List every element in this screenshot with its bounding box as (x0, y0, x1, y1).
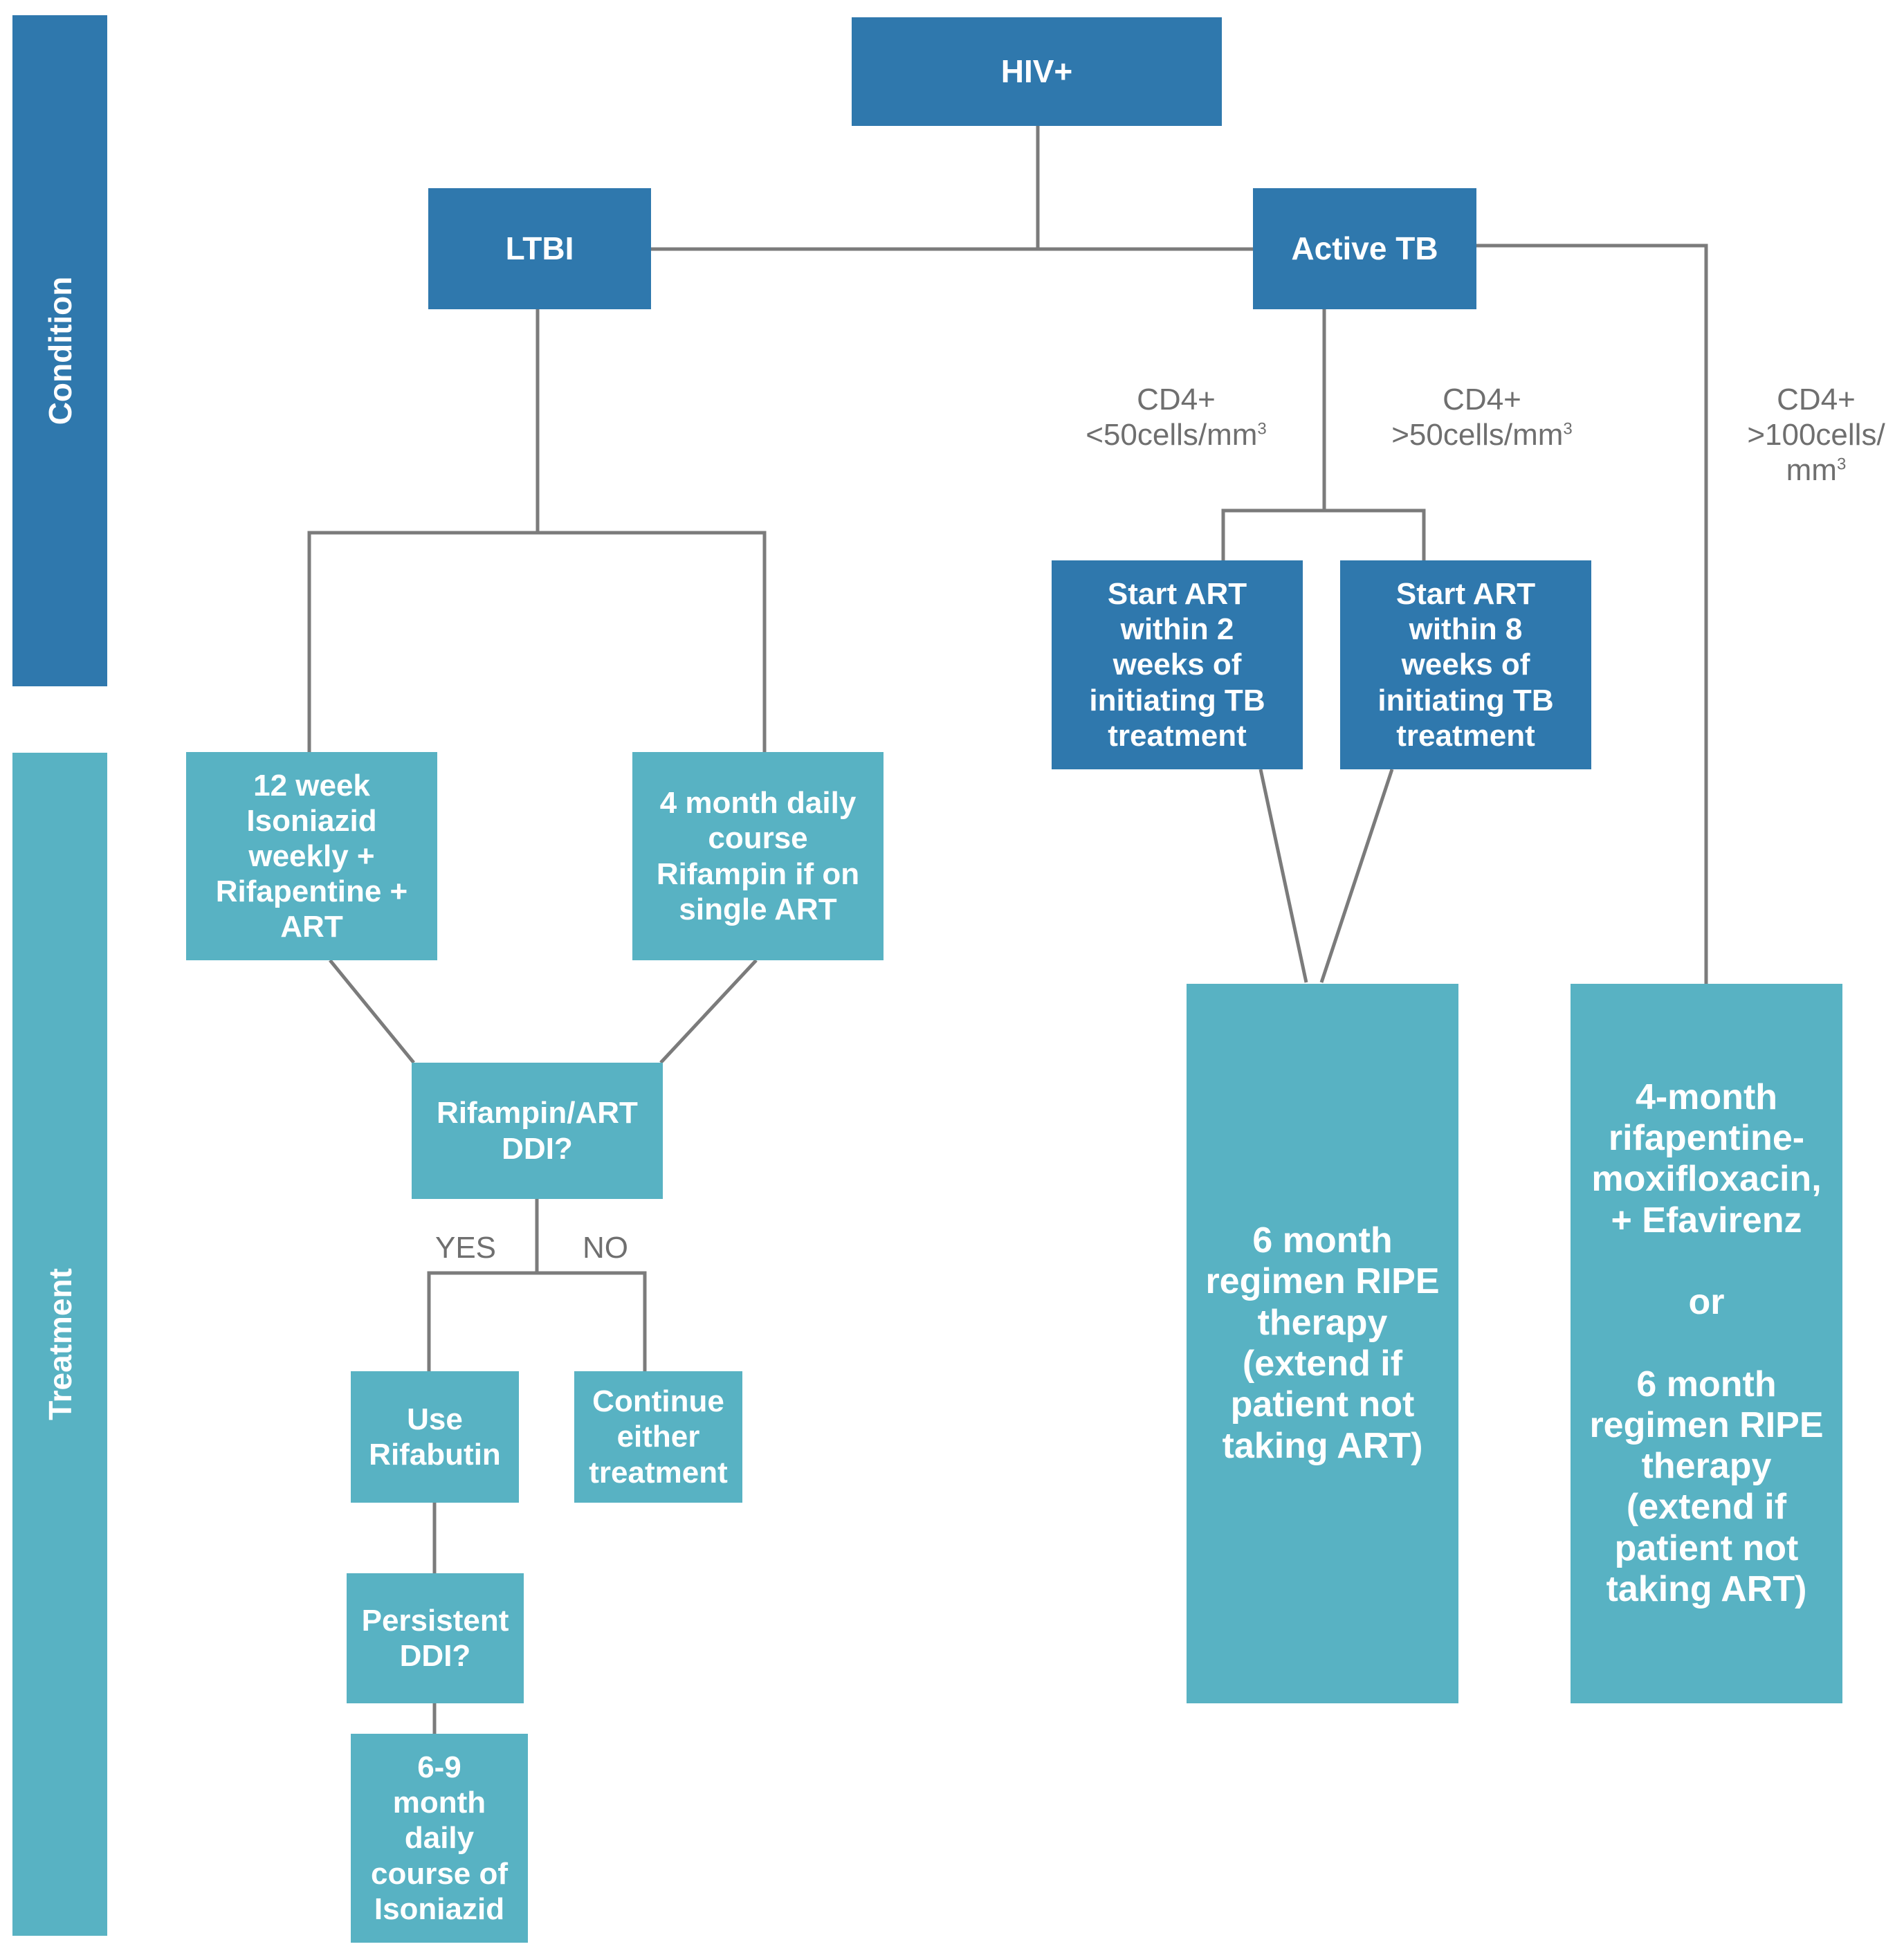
connector-art2-ripe (1258, 769, 1308, 983)
label-cd4-gt100: CD4+ >100cells/ mm3 (1730, 382, 1903, 488)
label-cd4-lt50-line2: <50cells/mm (1086, 418, 1258, 452)
label-cd4-gt100-line1: CD4+ (1777, 383, 1856, 416)
connector-art-branch (1221, 509, 1426, 560)
treatment-band: Treatment (12, 753, 107, 1936)
label-cd4-gt50-line2: >50cells/mm (1391, 418, 1564, 452)
node-ltbi: LTBI (428, 188, 651, 309)
node-use-rifabutin: Use Rifabutin (351, 1371, 519, 1503)
node-active-tb: Active TB (1253, 188, 1476, 309)
label-cd4-gt50: CD4+ >50cells/mm3 (1364, 382, 1600, 452)
connector-ltbi-branch (307, 531, 767, 752)
label-cd4-gt100-line2: >100cells/ (1747, 418, 1885, 452)
node-start-art-8wk: Start ART within 8 weeks of initiating T… (1340, 560, 1591, 769)
connector-art8-ripe (1319, 769, 1394, 983)
superscript-3: 3 (1257, 419, 1267, 439)
node-ddi-question: Rifampin/ART DDI? (412, 1063, 663, 1199)
node-persistent-ddi: Persistent DDI? (347, 1573, 524, 1703)
node-rifapentine-4mo: 4-month rifapentine- moxifloxacin, + Efa… (1571, 984, 1842, 1703)
node-hiv: HIV+ (852, 17, 1222, 126)
node-isoniazid-12wk: 12 week Isoniazid weekly + Rifapentine +… (186, 752, 437, 960)
label-cd4-lt50-line1: CD4+ (1137, 383, 1216, 416)
label-no: NO (583, 1231, 628, 1265)
label-cd4-gt100-line3: mm (1786, 453, 1837, 488)
superscript-3: 3 (1836, 455, 1847, 474)
connector-isoniazid-ddi (329, 959, 415, 1064)
label-cd4-gt50-line1: CD4+ (1443, 383, 1521, 416)
connector-yes-no-branch (427, 1271, 647, 1371)
label-yes: YES (434, 1231, 497, 1265)
label-cd4-lt50: CD4+ <50cells/mm3 (1059, 382, 1294, 452)
node-isoniazid-6-9mo: 6-9 month daily course of Isoniazid (351, 1734, 528, 1943)
superscript-3: 3 (1563, 419, 1573, 439)
node-rifampin-4mo: 4 month daily course Rifampin if on sing… (632, 752, 884, 960)
condition-band: Condition (12, 15, 107, 686)
connector-rifampin-ddi (659, 959, 758, 1064)
connector-activetb-gt100 (1476, 244, 1708, 984)
node-continue-treatment: Continue either treatment (574, 1371, 742, 1503)
node-start-art-2wk: Start ART within 2 weeks of initiating T… (1052, 560, 1303, 769)
node-ripe-6mo: 6 month regimen RIPE therapy (extend if … (1187, 984, 1458, 1703)
